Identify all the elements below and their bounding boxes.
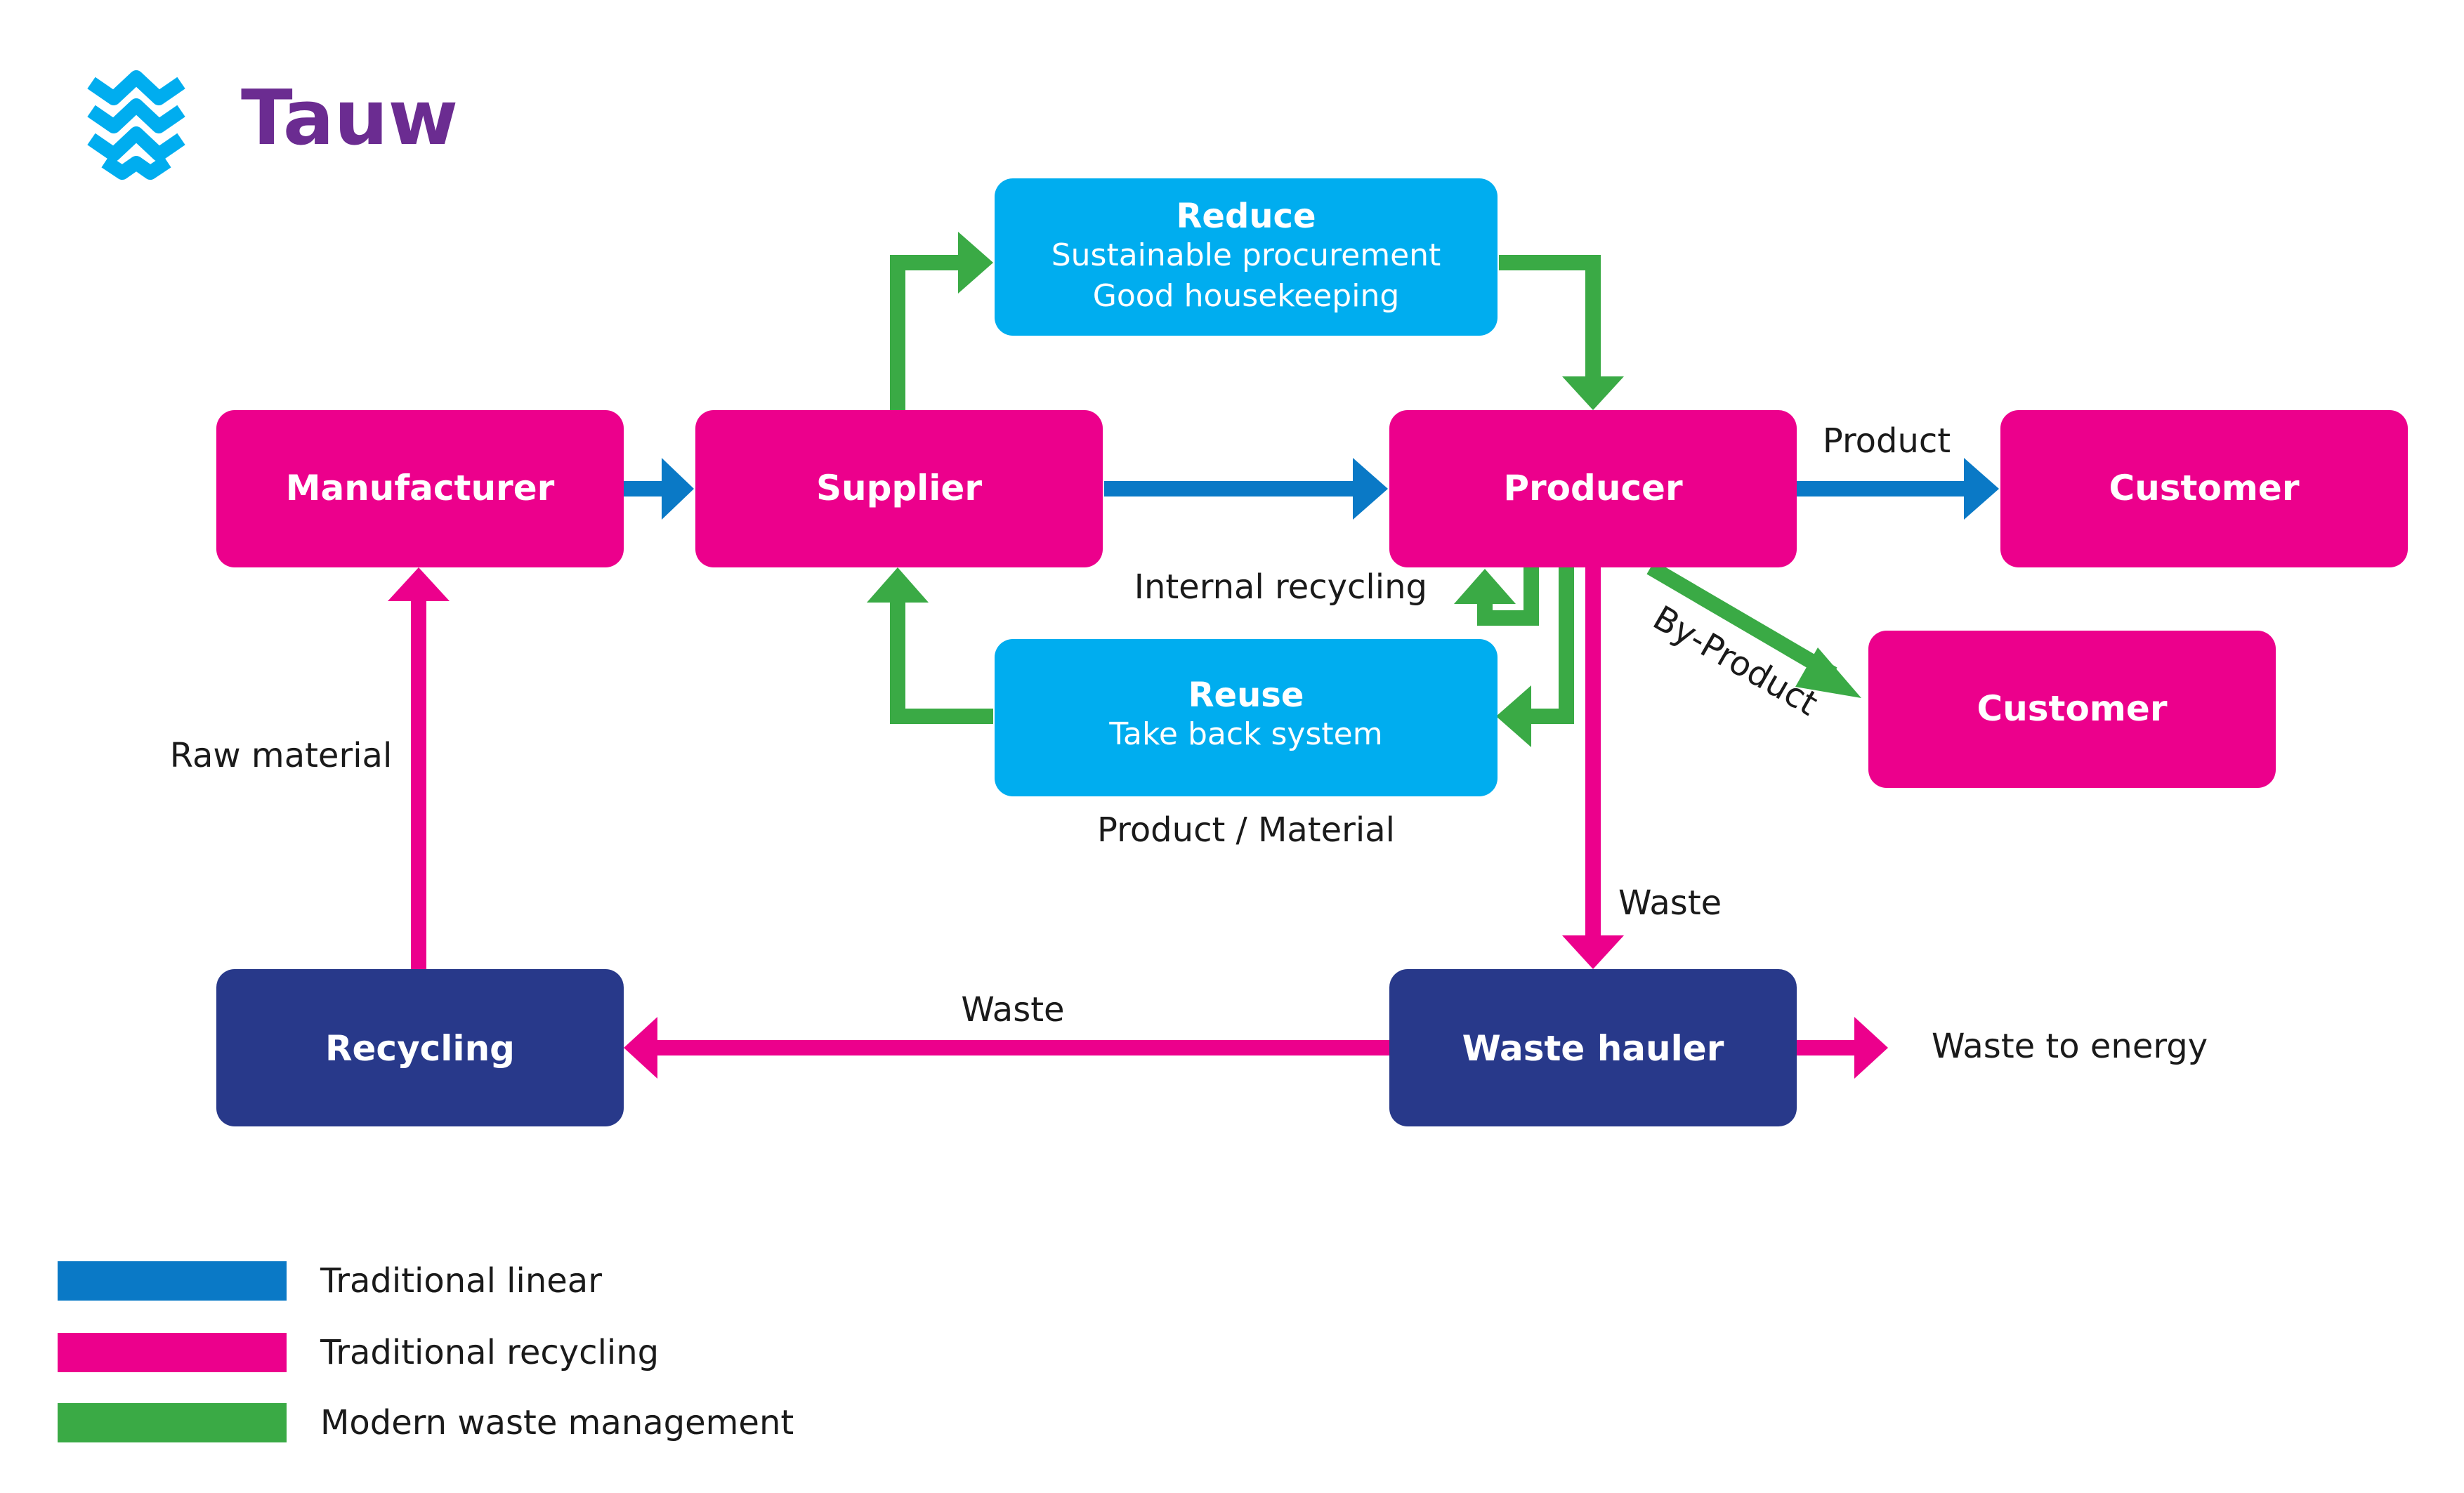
legend-swatch: [58, 1261, 287, 1301]
node-subtitle: Good housekeeping: [1093, 278, 1400, 314]
legend-swatch: [58, 1333, 287, 1372]
node-title: Supplier: [816, 468, 982, 508]
legend-label: Traditional linear: [320, 1261, 602, 1301]
legend-label: Modern waste management: [320, 1403, 794, 1442]
node-title: Reuse: [1188, 676, 1304, 715]
node-customer: Customer: [2000, 410, 2408, 567]
arrow-producer-to-reuse: [1528, 567, 1574, 724]
node-title: Customer: [1977, 688, 2168, 729]
node-title: Waste hauler: [1462, 1028, 1724, 1069]
label-waste-horizontal: Waste: [961, 990, 1064, 1030]
node-recycling: Recycling: [216, 969, 624, 1126]
arrowhead: [1854, 1017, 1888, 1079]
node-waste-hauler: Waste hauler: [1389, 969, 1797, 1126]
arrowhead: [1496, 685, 1531, 747]
legend-item: Modern waste management: [58, 1403, 794, 1442]
node-title: Manufacturer: [286, 468, 555, 508]
legend-item: Traditional linear: [58, 1261, 602, 1301]
arrowhead: [388, 567, 450, 601]
arrowhead: [1562, 935, 1624, 969]
node-subtitle: Sustainable procurement: [1051, 237, 1441, 273]
wave-lattice-icon: [87, 70, 185, 180]
node-reduce: Reduce Sustainable procurement Good hous…: [995, 178, 1498, 336]
connectors: [388, 232, 1999, 1079]
tauw-logo: Tauw: [87, 70, 458, 180]
arrowhead: [1562, 376, 1624, 410]
legend-item: Traditional recycling: [58, 1333, 659, 1372]
arrow-reuse-to-supplier: [890, 600, 993, 724]
arrowhead: [1454, 569, 1516, 604]
node-title: Producer: [1503, 468, 1683, 508]
arrow-producer-to-byproduct-customer: [1646, 560, 1837, 681]
label-internal-recycling: Internal recycling: [1134, 567, 1427, 607]
arrow-reduce-to-producer: [1499, 255, 1601, 379]
legend: Traditional linear Traditional recycling…: [58, 1261, 794, 1442]
arrowhead: [1795, 647, 1861, 698]
brand-name: Tauw: [241, 74, 458, 162]
label-raw-material: Raw material: [170, 736, 393, 775]
arrowhead: [624, 1017, 657, 1079]
node-subtitle: Take back system: [1108, 716, 1382, 752]
node-title: Customer: [2109, 468, 2300, 508]
arrowhead: [1353, 458, 1388, 520]
node-manufacturer: Manufacturer: [216, 410, 624, 567]
label-product: Product: [1823, 421, 1951, 461]
node-supplier: Supplier: [695, 410, 1103, 567]
arrowhead: [1964, 458, 1999, 520]
node-byproduct-customer: Customer: [1868, 631, 2276, 788]
arrowhead: [662, 458, 694, 520]
node-title: Recycling: [325, 1028, 515, 1069]
node-reuse: Reuse Take back system: [995, 639, 1498, 796]
arrowhead: [958, 232, 993, 294]
node-producer: Producer: [1389, 410, 1797, 567]
arrowhead: [867, 567, 929, 603]
legend-swatch: [58, 1403, 287, 1442]
node-title: Reduce: [1176, 197, 1316, 236]
arrow-supplier-to-reduce: [890, 255, 961, 410]
label-waste-vertical: Waste: [1618, 883, 1722, 923]
legend-label: Traditional recycling: [320, 1333, 659, 1372]
label-waste-to-energy: Waste to energy: [1932, 1027, 2208, 1066]
arrow-internal-recycling: [1477, 567, 1539, 626]
label-product-material: Product / Material: [1097, 810, 1395, 850]
